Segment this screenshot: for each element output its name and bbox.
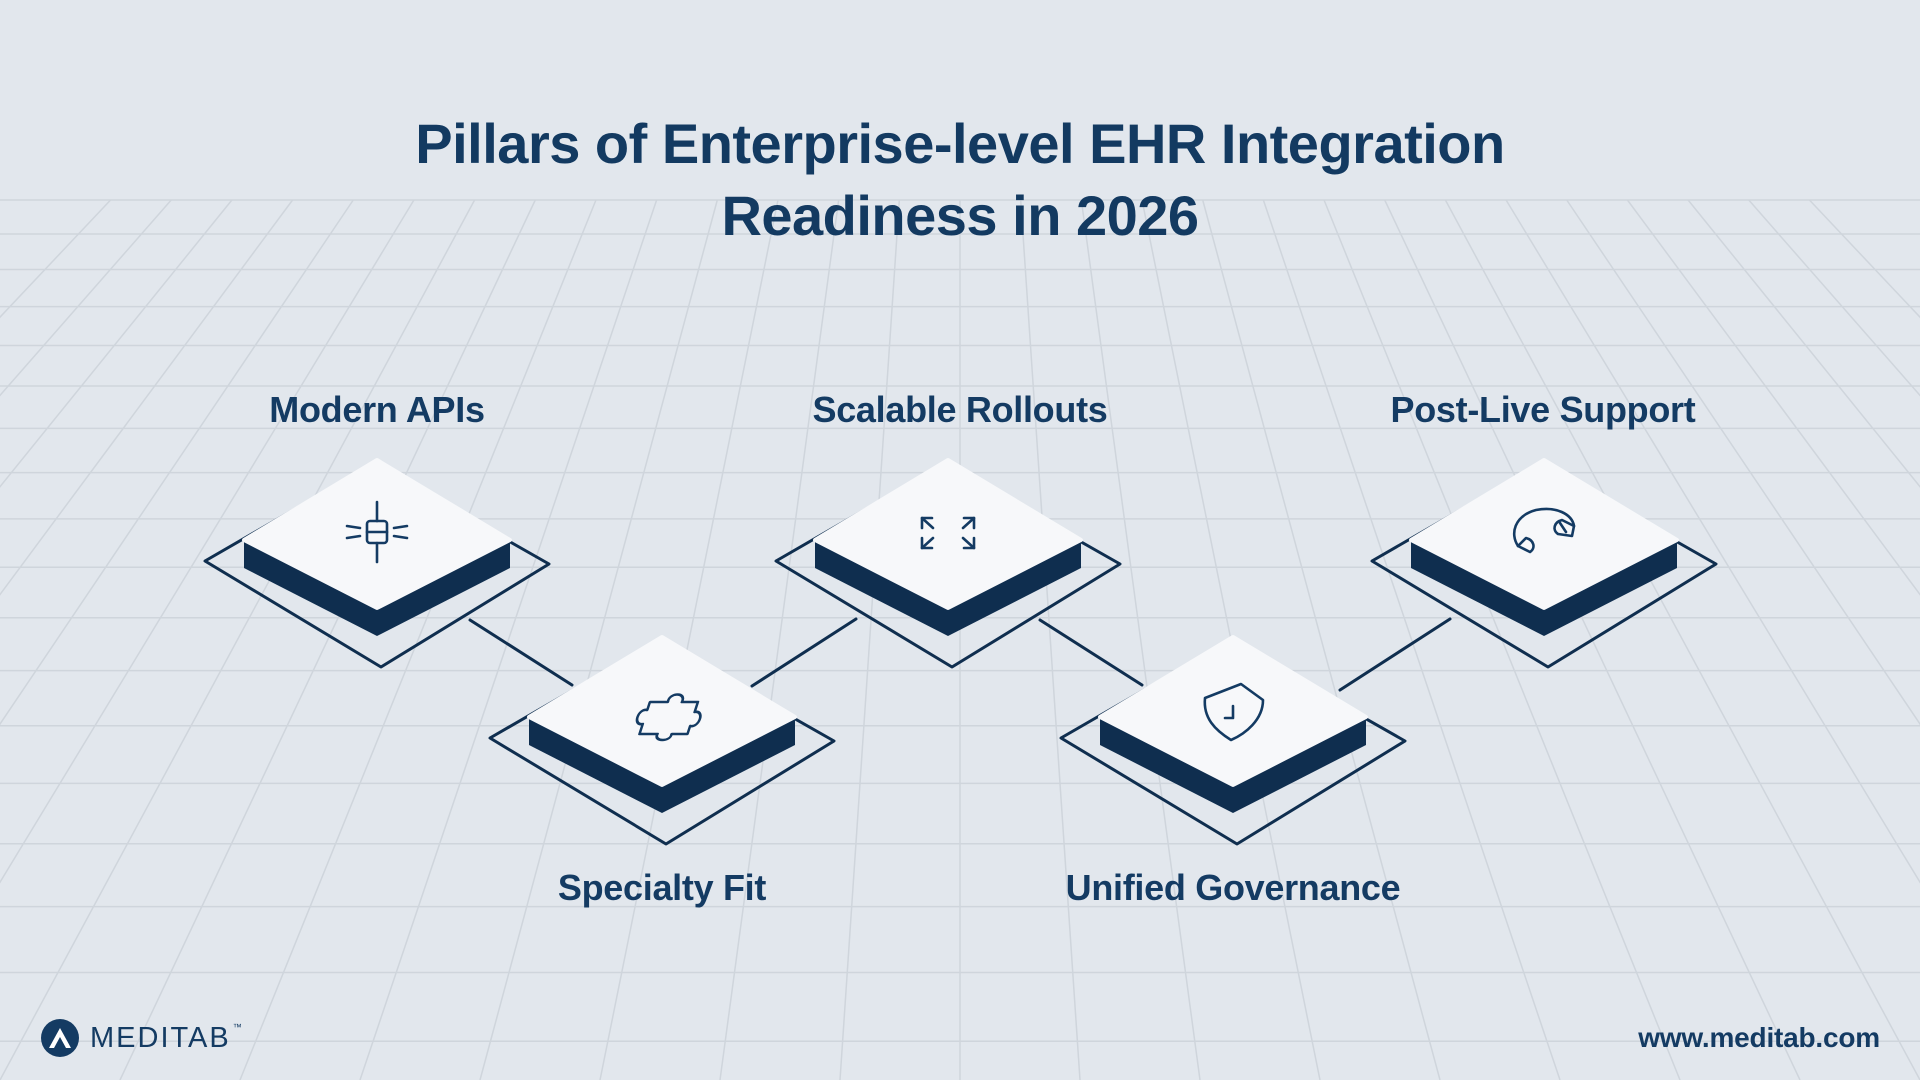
puzzle-piece-icon bbox=[635, 693, 702, 742]
grid-line-vertical bbox=[599, 199, 779, 1080]
pillar-tile-specialty-fit bbox=[488, 635, 836, 846]
connectors bbox=[468, 617, 1452, 692]
grid-line-vertical bbox=[839, 199, 901, 1080]
page-title-line-1: Pillars of Enterprise-level EHR Integrat… bbox=[415, 112, 1505, 175]
grid-line-vertical bbox=[0, 199, 172, 397]
grid-line-vertical bbox=[1019, 199, 1081, 1080]
connector-1-2 bbox=[468, 618, 574, 687]
page-title: Pillars of Enterprise-level EHR Integrat… bbox=[0, 108, 1920, 252]
grid-line-vertical bbox=[0, 199, 294, 596]
grid-line-vertical bbox=[1626, 199, 1920, 596]
grid-line-vertical bbox=[479, 199, 719, 1080]
page-title-line-2: Readiness in 2026 bbox=[721, 184, 1199, 247]
tile-top bbox=[813, 458, 1083, 610]
grid-line-vertical bbox=[0, 199, 354, 726]
pillar-tile-unified-governance bbox=[1059, 635, 1407, 846]
api-chip-icon bbox=[345, 500, 409, 564]
grid-line-vertical bbox=[0, 199, 233, 488]
grid-line-vertical bbox=[1566, 199, 1920, 726]
pillar-label-unified-governance: Unified Governance bbox=[1065, 867, 1401, 908]
pillar-tile-scalable-rollouts bbox=[774, 458, 1122, 669]
meditab-logo: MEDITAB ™ bbox=[40, 1018, 242, 1058]
shield-check-icon bbox=[1203, 682, 1265, 742]
connector-3-4 bbox=[1038, 618, 1144, 687]
meditab-logo-text: MEDITAB bbox=[90, 1021, 231, 1054]
grid-line-vertical bbox=[0, 199, 476, 1080]
meditab-logo-mark-icon bbox=[41, 1019, 79, 1057]
pillar-tile-modern-apis bbox=[203, 458, 551, 669]
grid-line-vertical bbox=[719, 199, 840, 1080]
perspective-grid bbox=[0, 199, 1920, 1080]
grid-line-vertical bbox=[1444, 199, 1920, 1080]
grid-line-vertical bbox=[1201, 199, 1441, 1080]
grid-line-vertical bbox=[1748, 199, 1920, 397]
grid-line-vertical bbox=[359, 199, 658, 1080]
meditab-trademark: ™ bbox=[232, 1022, 242, 1032]
connector-2-3 bbox=[750, 617, 858, 688]
grid-line-vertical bbox=[1080, 199, 1201, 1080]
grid-line-vertical bbox=[1687, 199, 1920, 488]
grid-line-vertical bbox=[0, 199, 415, 884]
grid-line-vertical bbox=[1505, 199, 1920, 884]
tile-top bbox=[242, 458, 512, 610]
grid-line-vertical bbox=[239, 199, 597, 1080]
grid-line-vertical bbox=[1262, 199, 1561, 1080]
grid-line-vertical bbox=[119, 199, 536, 1080]
pillar-label-post-live-support: Post-Live Support bbox=[1390, 389, 1696, 430]
pillar-label-modern-apis: Modern APIs bbox=[269, 389, 485, 430]
headset-icon bbox=[1513, 507, 1576, 554]
pillar-tile-post-live-support bbox=[1370, 458, 1718, 669]
pillar-label-scalable-rollouts: Scalable Rollouts bbox=[812, 389, 1108, 430]
tile-top bbox=[527, 635, 797, 787]
connector-4-5 bbox=[1338, 617, 1452, 692]
pillar-label-specialty-fit: Specialty Fit bbox=[557, 867, 767, 908]
tile-top bbox=[1409, 458, 1679, 610]
expand-arrows-icon bbox=[920, 516, 976, 550]
website-url: www.meditab.com bbox=[1638, 1022, 1880, 1053]
